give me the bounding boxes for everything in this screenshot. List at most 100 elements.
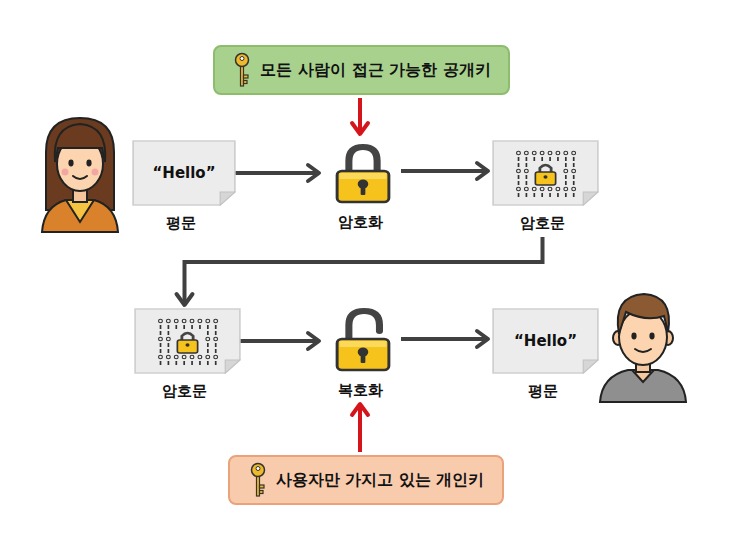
document-icon-part xyxy=(518,163,520,167)
node-label: 암호화 xyxy=(323,213,397,232)
document-icon-part xyxy=(215,331,217,335)
document-icon-part xyxy=(191,361,193,365)
document-icon-part xyxy=(207,349,209,353)
woman-shirt-front xyxy=(66,200,94,222)
document-icon-part xyxy=(220,192,235,205)
icon-frame: “Hello” xyxy=(132,140,236,206)
man-eye xyxy=(631,333,636,340)
document-icon-part xyxy=(524,151,528,154)
document-icon-part xyxy=(166,337,170,340)
man-eye xyxy=(649,333,654,340)
document-icon-part xyxy=(549,193,551,197)
document-icon-part xyxy=(535,172,555,185)
document-icon-part xyxy=(541,193,543,197)
arrow-head xyxy=(177,294,193,305)
decrypt-lock: 복호화 xyxy=(323,305,397,400)
document-icon-part xyxy=(166,319,170,322)
document-icon-part xyxy=(182,333,193,340)
connector-arrow xyxy=(401,163,488,179)
document-icon-part xyxy=(517,169,521,172)
woman-smile xyxy=(73,176,87,179)
connector-arrow xyxy=(239,333,319,349)
man-shirt xyxy=(600,370,686,402)
document-icon-part xyxy=(207,343,209,347)
document-icon-part xyxy=(215,343,217,347)
box-text: 사용자만 가지고 있는 개인키 xyxy=(276,470,485,491)
receiver-man xyxy=(594,282,692,404)
connector-line xyxy=(358,98,362,134)
icon-frame xyxy=(323,137,403,205)
lock-icon-part xyxy=(337,171,389,202)
connector-line xyxy=(185,237,543,305)
ciphertext-document: 암호문 xyxy=(492,140,593,233)
document-icon-part xyxy=(565,163,567,167)
document-icon-part xyxy=(543,175,547,179)
document-icon-part xyxy=(524,187,528,190)
document-icon-part xyxy=(207,325,209,329)
lock-icon xyxy=(323,305,403,373)
document-icon-part xyxy=(198,355,202,358)
document-icon-part xyxy=(206,355,210,358)
document-icon-part xyxy=(573,175,575,179)
document-icon-part xyxy=(556,187,560,190)
document-icon-part xyxy=(518,181,520,185)
key-icon xyxy=(232,52,252,88)
document-icon-part xyxy=(190,355,194,358)
node-label: 암호문 xyxy=(492,214,593,233)
document-text: “Hello” xyxy=(514,332,577,350)
key-icon-part xyxy=(256,467,260,471)
connector-arrow xyxy=(177,237,543,305)
arrow-head xyxy=(477,331,488,347)
document-icon-part xyxy=(159,337,163,340)
woman-cheek xyxy=(92,169,99,176)
document-icon-part xyxy=(572,151,576,154)
document-icon-part xyxy=(549,157,551,161)
document-icon-part xyxy=(168,325,170,329)
connector-arrow xyxy=(352,404,368,452)
key-icon xyxy=(248,462,268,498)
key-icon xyxy=(248,462,268,498)
lock-icon-part xyxy=(337,339,389,370)
sender-woman xyxy=(36,112,124,234)
document-icon-part xyxy=(160,331,162,335)
document-icon-part xyxy=(572,187,576,190)
document-icon-part xyxy=(207,361,209,365)
lock-icon-part xyxy=(339,173,386,179)
document-icon-part xyxy=(183,361,185,365)
document-icon-part xyxy=(182,319,186,322)
woman-shirt xyxy=(42,200,118,232)
document-icon xyxy=(492,140,599,206)
document-icon-part xyxy=(174,355,178,358)
key-icon-part xyxy=(259,491,263,494)
icon-frame: “Hello” xyxy=(492,308,599,374)
document-icon-part xyxy=(206,337,210,340)
document-icon-part xyxy=(168,331,170,335)
document-icon-part xyxy=(557,193,559,197)
document-icon-part xyxy=(225,360,240,373)
document-icon-part xyxy=(493,141,598,205)
document-icon-part xyxy=(160,349,162,353)
connector-arrow xyxy=(352,98,368,134)
document-icon-part xyxy=(526,193,528,197)
woman-cheek xyxy=(62,169,69,176)
document-icon-part xyxy=(518,157,520,161)
arrow-head xyxy=(352,123,368,134)
key-icon-part xyxy=(244,75,249,78)
document-icon-part xyxy=(175,361,177,365)
connector-line xyxy=(358,404,362,452)
node-label: 평문 xyxy=(492,382,593,401)
document-icon-part xyxy=(168,349,170,353)
document-icon-part xyxy=(199,325,201,329)
connector-arrow xyxy=(401,331,488,347)
public-key-box: 모든 사람이 접근 가능한 공개키 xyxy=(213,45,510,95)
document-icon-part xyxy=(540,151,544,154)
document-icon-part xyxy=(564,151,568,154)
connector-line xyxy=(401,337,488,341)
document-icon-part xyxy=(565,175,567,179)
document-icon-part xyxy=(518,175,520,179)
node-label: 복호화 xyxy=(323,381,397,400)
document-icon-part xyxy=(133,141,235,205)
key-icon-part xyxy=(244,81,248,84)
document-icon-part xyxy=(557,157,559,161)
